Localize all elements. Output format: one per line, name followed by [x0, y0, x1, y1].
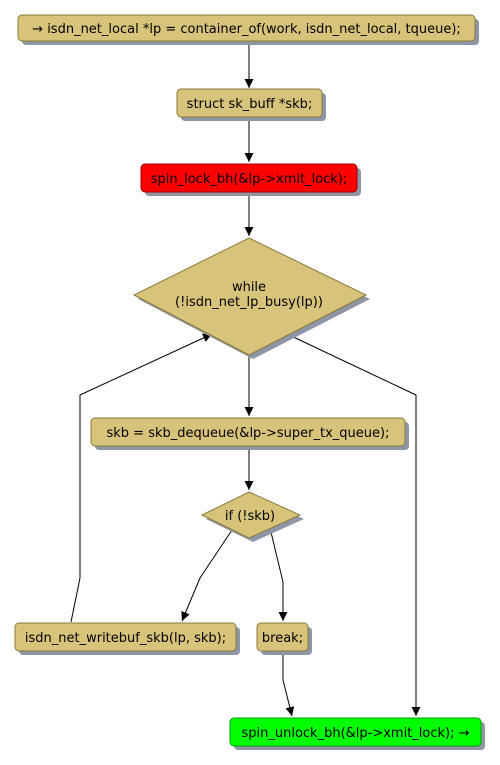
node-decl-skb-label: struct sk_buff *skb;: [187, 97, 313, 112]
node-box: [14, 622, 237, 652]
edge-break-to-unlock: [282, 653, 295, 717]
node-box: [140, 163, 358, 193]
node-while: while (!isdn_net_lp_busy(lp)): [132, 237, 370, 359]
node-while-label-2: (!isdn_net_lp_busy(lp)): [175, 295, 323, 310]
node-box: [256, 622, 309, 652]
node-box: [229, 717, 482, 747]
node-spin-unlock-label: spin_unlock_bh(&lp->xmit_lock); →: [241, 726, 469, 741]
node-box: [176, 88, 323, 118]
node-break-label: break;: [262, 631, 303, 646]
node-spin-lock-label: spin_lock_bh(&lp->xmit_lock);: [151, 172, 348, 187]
node-writebuf-label: isdn_net_writebuf_skb(lp, skb);: [25, 631, 226, 646]
node-while-label-1: while: [232, 280, 266, 295]
node-break: break;: [256, 622, 312, 655]
edge-while-exit-to-unlock: [286, 333, 421, 716]
node-writebuf: isdn_net_writebuf_skb(lp, skb);: [14, 622, 240, 655]
edge-if-to-break: [269, 527, 288, 621]
node-dequeue-label: skb = skb_dequeue(&lp->super_tx_queue);: [107, 426, 390, 441]
node-if: if (!skb): [200, 491, 304, 542]
edges: [70, 45, 421, 717]
node-dequeue: skb = skb_dequeue(&lp->super_tx_queue);: [90, 417, 409, 450]
edge-writebuf-loop-to-while: [70, 333, 213, 623]
node-if-label: if (!skb): [225, 509, 275, 524]
node-decl-skb: struct sk_buff *skb;: [176, 88, 326, 121]
node-spin-unlock: spin_unlock_bh(&lp->xmit_lock); →: [229, 717, 485, 750]
node-start-label: → isdn_net_local *lp = container_of(work…: [32, 22, 461, 37]
node-spin-lock: spin_lock_bh(&lp->xmit_lock);: [140, 163, 361, 196]
node-diamond: [132, 237, 368, 356]
node-diamond: [200, 491, 302, 539]
node-box: [90, 417, 406, 447]
node-box: [17, 14, 476, 42]
node-start: → isdn_net_local *lp = container_of(work…: [17, 14, 479, 45]
edge-if-to-writebuf: [181, 529, 233, 622]
